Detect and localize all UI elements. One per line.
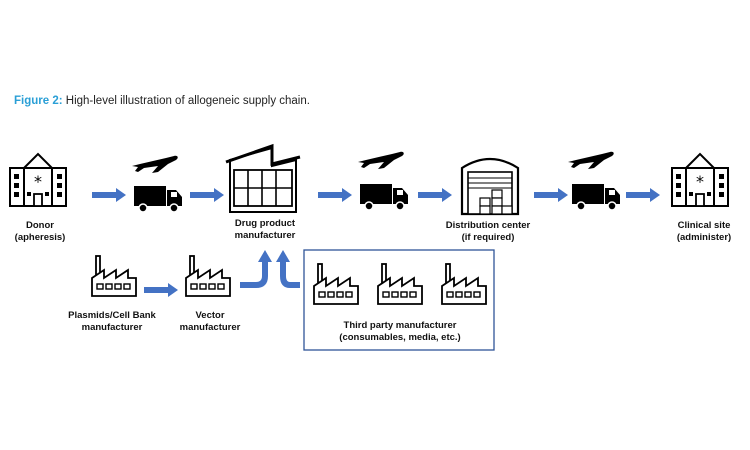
donor-label: Donor(apheresis) (14, 220, 66, 243)
arrow-donor-to-truck (92, 188, 126, 202)
third-party-label: Third party manufacturer(consumables, me… (339, 320, 461, 343)
warehouse-icon (460, 157, 520, 216)
figure-caption: Figure 2: High-level illustration of all… (14, 95, 310, 107)
plasmids-factory-icon (91, 255, 137, 297)
arrow-distribution-to-truck (534, 188, 568, 202)
plane-icon (132, 155, 178, 173)
arrow-plasmids-to-vector (144, 283, 178, 297)
third-party-box (303, 249, 495, 351)
plane-icon (568, 151, 614, 169)
plane-icon (358, 151, 404, 169)
arrow-third-party-to-drug-product (276, 250, 300, 288)
vector-factory-icon (185, 255, 231, 297)
caption-text: High-level illustration of allogeneic su… (62, 95, 310, 107)
clinical-label: Clinical site(administer) (676, 220, 732, 243)
truck-icon (133, 185, 183, 213)
third-party-factory-icon (377, 263, 423, 305)
donor-hospital-icon (9, 153, 67, 207)
arrow-truck-to-clinical (626, 188, 660, 202)
third-party-factory-icon (441, 263, 487, 305)
factory-building-icon (225, 143, 301, 213)
truck-icon (359, 183, 409, 211)
distribution-label: Distribution center(if required) (445, 220, 531, 243)
arrow-truck-to-drug-product (190, 188, 224, 202)
caption-label: Figure 2: (14, 95, 63, 107)
third-party-factory-icon (313, 263, 359, 305)
arrow-vector-to-drug-product (240, 250, 272, 288)
arrow-truck-to-distribution (418, 188, 452, 202)
truck-icon (571, 183, 621, 211)
arrow-drug-to-truck (318, 188, 352, 202)
clinical-hospital-icon (671, 153, 729, 207)
